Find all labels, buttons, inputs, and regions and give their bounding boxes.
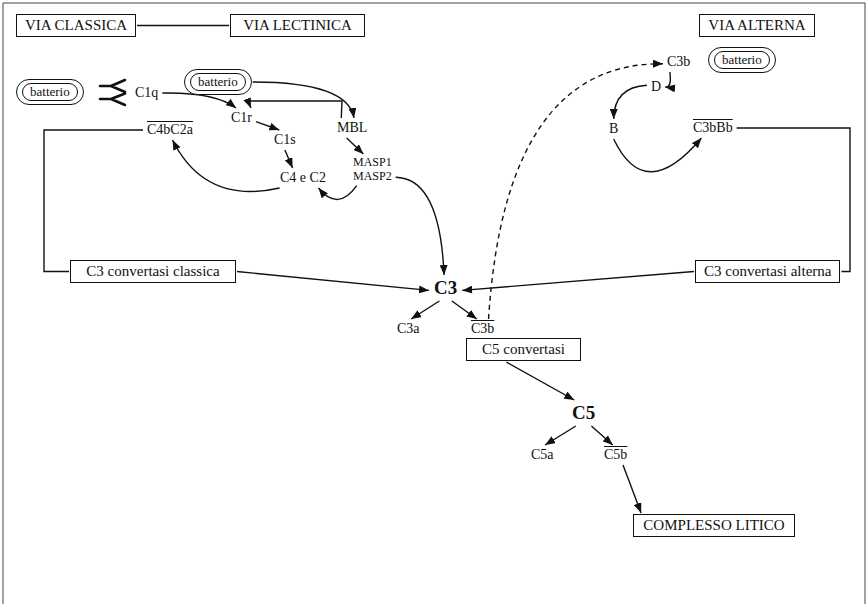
node-text: C1r [231, 110, 252, 126]
result-box: COMPLESSO LITICO [633, 514, 795, 537]
node-text: batterio [714, 51, 770, 69]
bacterium-shape: batterio [16, 79, 84, 105]
dashed-arrow [489, 64, 663, 319]
fragment-label: C5b [601, 446, 630, 464]
node-text: VIA LECTINICA [243, 17, 352, 34]
node-text: C3b [667, 54, 690, 70]
arrow-connector [253, 82, 354, 118]
fragment-label: C3a [394, 320, 423, 338]
node-text: C1s [274, 132, 296, 148]
fragment-label: C3b [468, 320, 497, 338]
pathway-title-box: VIA ALTERNA [699, 14, 815, 37]
node-text: C5 convertasi [482, 341, 565, 358]
component-label: C5 [568, 401, 599, 425]
node-text: C3bBb [693, 120, 733, 136]
node-text: C5a [531, 447, 554, 463]
arrow-connector [462, 272, 694, 291]
arrow-connector [173, 140, 280, 192]
node-text: C3b [471, 321, 494, 337]
antibody-symbol [100, 80, 125, 105]
convertase-box: C3 convertasi classica [70, 260, 236, 283]
arrow-connector [256, 122, 279, 130]
arrow-connector [614, 85, 647, 119]
node-text: VIA ALTERNA [708, 17, 805, 34]
node-text: C3 convertasi classica [86, 263, 219, 280]
node-text: D [651, 79, 661, 95]
factor-label: B [606, 120, 621, 138]
arrow-connector [411, 301, 439, 319]
component-label: C1s [271, 131, 299, 149]
node-text: C5b [604, 447, 627, 463]
component-label: MBL [334, 119, 370, 137]
node-text: COMPLESSO LITICO [643, 517, 784, 534]
node-text: MBL [337, 120, 367, 136]
frame-line [3, 3, 865, 604]
arrow-connector [248, 101, 342, 118]
convertase-box: C5 convertasi [466, 338, 581, 361]
component-label: C3b [664, 53, 693, 71]
node-text: C1q [135, 85, 158, 101]
node-text: C3a [397, 321, 420, 337]
arrow-connector [396, 177, 444, 275]
arrow-connector [623, 465, 641, 513]
bacterium-shape: batterio [184, 69, 252, 95]
node-text: C5 [572, 402, 595, 424]
node-text: VIA CLASSICA [25, 17, 127, 34]
convertase-label: C3bBb [690, 119, 736, 137]
component-label: MASP1 MASP2 [350, 155, 395, 185]
component-label: C1r [228, 109, 255, 127]
fragment-label: C5a [528, 446, 557, 464]
arrow-connector [162, 93, 236, 108]
arrow-connector [591, 426, 612, 445]
component-label: C3 [430, 276, 461, 300]
arrow-connector [506, 362, 574, 400]
node-text: B [609, 121, 618, 137]
arrow-connector [347, 138, 364, 154]
pathway-title-box: VIA CLASSICA [16, 14, 136, 37]
arrow-connector [737, 128, 850, 272]
convertase-box: C3 convertasi alterna [695, 260, 840, 283]
node-text: C4 e C2 [280, 170, 326, 186]
factor-label: D [648, 78, 664, 96]
pathway-title-box: VIA LECTINICA [230, 14, 365, 37]
arrow-connector [614, 138, 702, 172]
convertase-label: C4bC2a [144, 121, 196, 139]
node-text: MASP1 MASP2 [353, 156, 392, 184]
arrow-connector [545, 426, 576, 445]
arrow-connector [44, 130, 143, 272]
arrow-connector [237, 272, 429, 291]
arrow-connector [137, 25, 229, 26]
component-label: C1q [132, 84, 161, 102]
node-text: C4bC2a [147, 122, 193, 138]
arrow-connector [452, 301, 477, 319]
node-text: batterio [190, 73, 246, 91]
arrow-connector [665, 72, 670, 87]
bacterium-shape: batterio [708, 47, 776, 73]
node-text: batterio [22, 83, 78, 101]
node-text: C3 [434, 277, 457, 299]
arrow-connector [285, 150, 293, 168]
node-text: C3 convertasi alterna [704, 263, 831, 280]
component-label: C4 e C2 [277, 169, 329, 187]
arrow-connector [319, 186, 357, 200]
